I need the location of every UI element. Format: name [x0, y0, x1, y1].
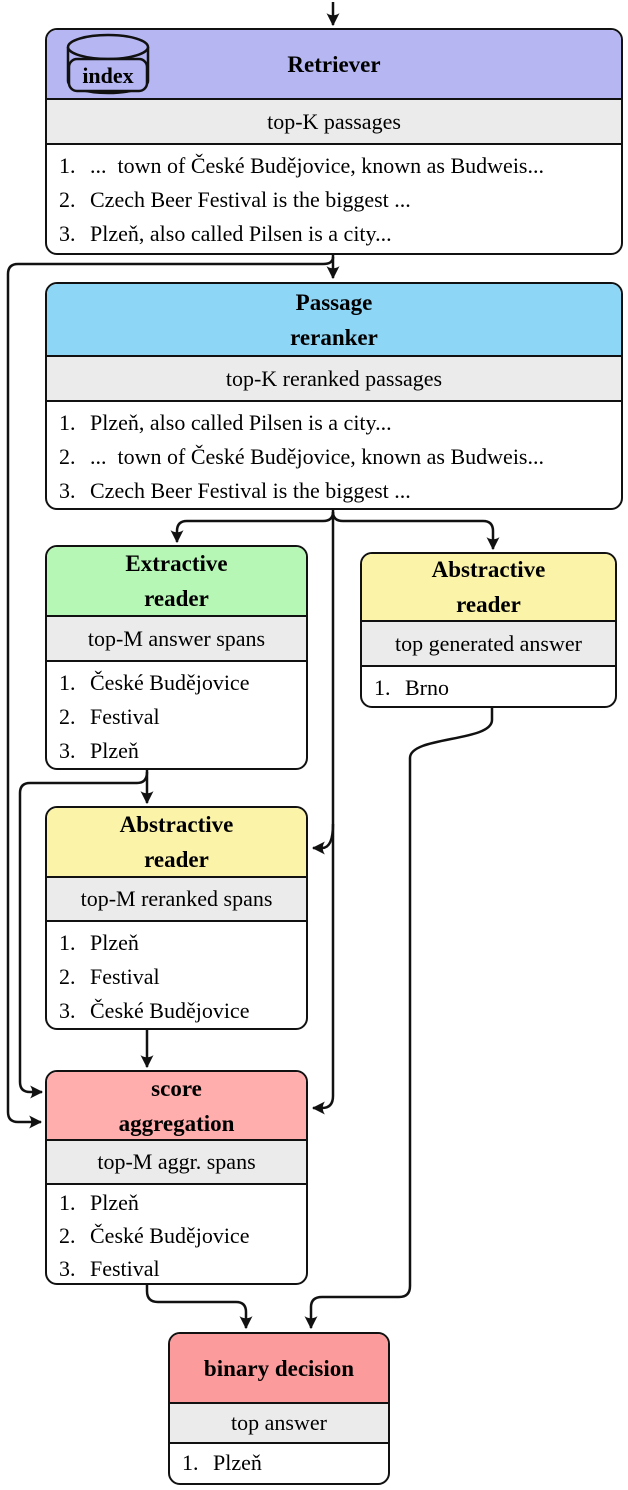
output-label: top-M answer spans	[87, 625, 266, 651]
index-label: index	[82, 63, 133, 88]
extractive-reader-header: Extractive reader	[47, 547, 306, 617]
output-label-bar: top generated answer	[362, 622, 615, 667]
result-list: 1.Plzeň 2.Festival 3.České Budějovice	[47, 922, 306, 1028]
list-item: 1.Plzeň	[182, 1450, 262, 1475]
output-label: top-K reranked passages	[225, 365, 443, 391]
arrow-reranker-to-score-aggregation	[311, 510, 335, 1115]
output-label: top-M reranked spans	[80, 886, 273, 911]
binary-decision-header: binary decision	[170, 1334, 388, 1404]
output-label: top generated answer	[395, 630, 582, 656]
list-item: 2.Czech Beer Festival is the biggest ...	[59, 187, 411, 212]
result-list: 1.Brno	[362, 667, 615, 705]
node-title-line1: Abstractive	[431, 557, 546, 582]
result-list: 1.České Budějovice 2.Festival 3.Plzeň	[47, 662, 306, 768]
node-title-line1: Extractive	[125, 551, 228, 576]
score-aggregation-node: score aggregation top-M aggr. spans 1.Pl…	[45, 1070, 308, 1285]
output-label-bar: top-K passages	[47, 100, 621, 145]
list-item: 1.... town of České Budějovice, known as…	[59, 153, 544, 178]
abstractive-reader-header: Abstractive reader	[47, 808, 306, 878]
retriever-node: index Retriever top-K passages 1.... tow…	[45, 28, 623, 255]
output-label-bar: top answer	[170, 1404, 388, 1444]
node-title-line1: Abstractive	[119, 812, 234, 837]
list-item: 3.České Budějovice	[59, 998, 250, 1023]
list-item: 3.Festival	[59, 1256, 160, 1281]
list-item: 2.České Budějovice	[59, 1223, 250, 1248]
output-label: top-K passages	[267, 108, 401, 134]
result-list: 1.Plzeň	[170, 1444, 388, 1480]
abstractive-reader-top-header: Abstractive reader	[362, 554, 615, 622]
score-aggregation-header: score aggregation	[47, 1072, 306, 1141]
passage-reranker-header: Passage reranker	[47, 284, 621, 357]
node-title-line1: score	[151, 1075, 202, 1101]
list-item: 3.Czech Beer Festival is the biggest ...	[59, 478, 411, 503]
list-item: 1.Plzeň	[59, 1190, 139, 1215]
node-title-line2: reader	[144, 847, 209, 872]
arrow-abstractive-top-to-binary-decision	[304, 708, 494, 1330]
list-item: 3.Plzeň	[59, 738, 139, 763]
list-item: 1.Plzeň	[59, 930, 139, 955]
list-item: 2.Festival	[59, 704, 160, 729]
output-label-bar: top-K reranked passages	[47, 357, 621, 402]
list-item: 3.Plzeň, also called Pilsen is a city...	[59, 221, 392, 246]
result-list: 1.Plzeň, also called Pilsen is a city...…	[47, 402, 621, 508]
node-title-line1: Passage	[295, 289, 373, 315]
database-index-icon: index	[66, 33, 150, 95]
list-item: 1.Plzeň, also called Pilsen is a city...	[59, 410, 392, 435]
arrow-reranker-to-abstractive-reader-top	[331, 511, 500, 551]
arrow-score-aggregation-to-binary-decision	[145, 1285, 253, 1330]
node-title-line2: aggregation	[118, 1110, 235, 1136]
binary-decision-node: binary decision top answer 1.Plzeň	[168, 1332, 390, 1485]
output-label-bar: top-M answer spans	[47, 617, 306, 662]
list-item: 1.Brno	[374, 675, 449, 700]
abstractive-reader-node: Abstractive reader top-M reranked spans …	[45, 806, 308, 1030]
list-item: 2.... town of České Budějovice, known as…	[59, 444, 544, 469]
node-title: binary decision	[203, 1355, 355, 1381]
list-item: 1.České Budějovice	[59, 670, 250, 695]
passage-reranker-node: Passage reranker top-K reranked passages…	[45, 282, 623, 510]
node-title-line2: reranker	[290, 324, 378, 350]
extractive-reader-node: Extractive reader top-M answer spans 1.Č…	[45, 545, 308, 770]
result-list: 1.Plzeň 2.České Budějovice 3.Festival	[47, 1185, 306, 1283]
node-title-line2: reader	[456, 592, 521, 617]
node-title-line2: reader	[144, 586, 209, 611]
output-label-bar: top-M aggr. spans	[47, 1141, 306, 1185]
arrow-reranker-to-extractive-reader	[170, 511, 335, 544]
list-item: 2.Festival	[59, 964, 160, 989]
node-title: Retriever	[287, 51, 381, 77]
output-label-bar: top-M reranked spans	[47, 878, 306, 922]
arrow-reranker-to-abstractive-reader	[311, 823, 335, 855]
retriever-header: index Retriever	[47, 30, 621, 100]
abstractive-reader-top-node: Abstractive reader top generated answer …	[360, 552, 617, 708]
output-label: top-M aggr. spans	[97, 1149, 256, 1174]
result-list: 1.... town of České Budějovice, known as…	[47, 145, 621, 251]
output-label: top answer	[231, 1410, 327, 1435]
